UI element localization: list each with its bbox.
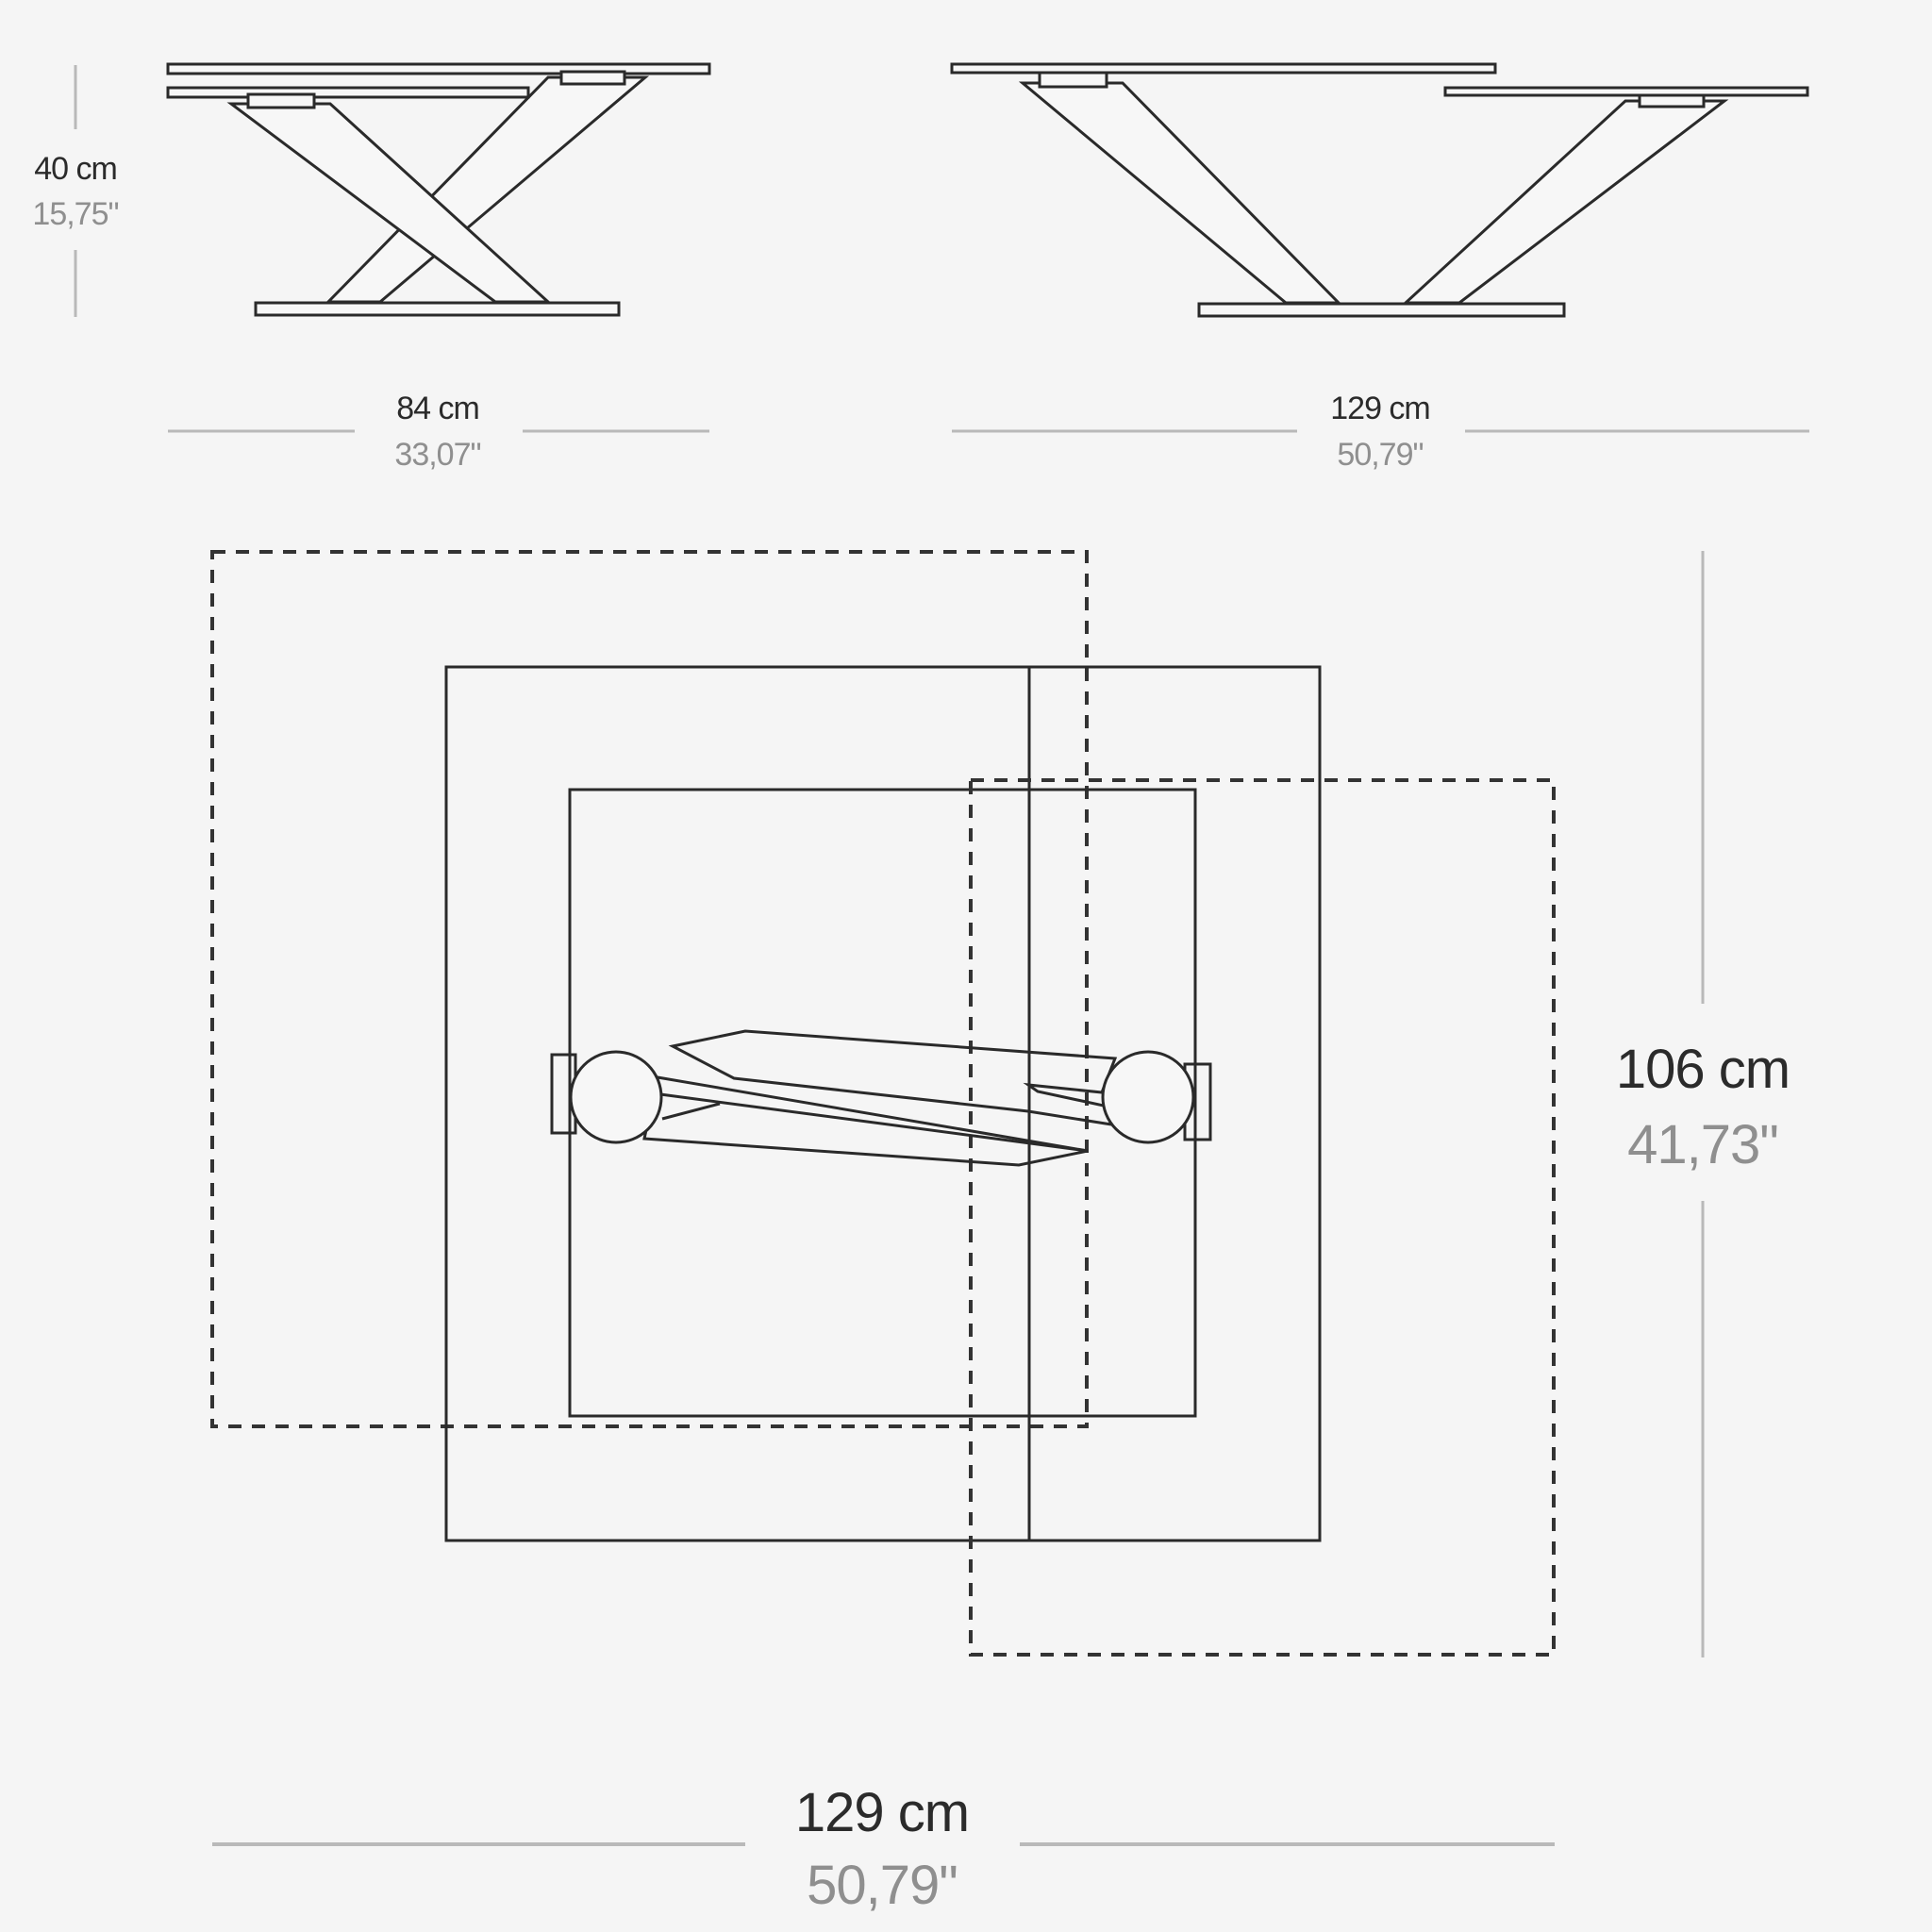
left-leg <box>1018 81 1342 305</box>
right-pivot <box>1101 1050 1195 1144</box>
elevation-extended-table <box>950 62 1809 318</box>
closed-width-cm: 84 cm <box>396 391 480 426</box>
right-bracket <box>1638 93 1706 108</box>
inner-top-outline <box>568 788 1197 1418</box>
extended-width-in: 50,79" <box>1337 437 1424 473</box>
closed-width-in: 33,07" <box>394 437 481 473</box>
mechanism <box>550 1029 1212 1167</box>
right-leg <box>1402 99 1729 305</box>
elevation-closed-table <box>166 62 711 317</box>
left-bracket <box>1038 71 1108 89</box>
right-bracket <box>559 70 626 86</box>
base-plate <box>1197 302 1566 318</box>
lower-panel <box>166 86 530 99</box>
right-top-panel <box>1443 86 1809 97</box>
extended-width-cm: 129 cm <box>1330 391 1431 426</box>
left-pivot <box>569 1050 663 1144</box>
top-panel <box>166 62 711 75</box>
closed-height-cm: 40 cm <box>34 151 118 187</box>
plan-view <box>210 550 1556 1657</box>
lower-lever-inner <box>661 1102 721 1121</box>
plan-width-cm: 129 cm <box>794 1782 970 1843</box>
extended-right-panel-outline <box>969 778 1556 1657</box>
extended-left-panel-outline <box>210 550 1089 1428</box>
plan-depth-in: 41,73" <box>1627 1114 1779 1175</box>
plan-depth-cm: 106 cm <box>1615 1039 1790 1100</box>
closed-height-in: 15,75" <box>32 196 119 232</box>
base-plate <box>254 301 621 317</box>
lower-lever-edge <box>659 1092 1089 1153</box>
left-top-panel <box>950 62 1497 75</box>
left-bracket <box>246 92 316 109</box>
outer-top-outline <box>444 665 1322 1542</box>
plan-width-in: 50,79" <box>807 1855 958 1916</box>
upper-lever <box>668 1029 1118 1126</box>
